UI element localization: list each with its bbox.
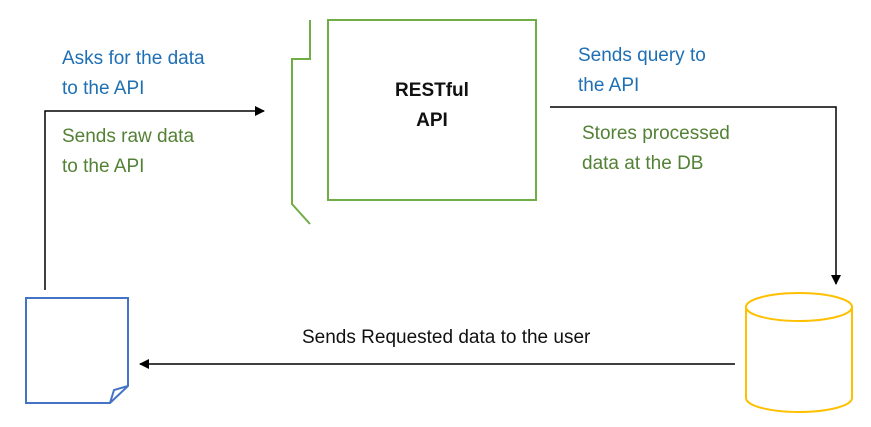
store-label-line1: Stores processed <box>582 123 730 144</box>
raw-data-label-line1: Sends raw data <box>62 126 195 147</box>
store-label: Stores processed data at the DB <box>582 119 730 179</box>
document-icon <box>25 297 129 404</box>
arrow-document-to-api <box>44 106 265 290</box>
raw-data-label: Sends raw data to the API <box>62 122 194 182</box>
raw-data-label-line2: to the API <box>62 156 145 177</box>
api-box-shape <box>291 19 537 225</box>
api-title-line1: RESTful <box>395 80 469 101</box>
api-title-line2: API <box>416 110 448 131</box>
request-label-line2: to the API <box>62 78 145 99</box>
arrow-api-to-database <box>550 106 841 285</box>
api-left-bracket <box>291 20 311 225</box>
request-label: Asks for the data to the API <box>62 44 205 104</box>
return-label: Sends Requested data to the user <box>302 327 591 348</box>
api-box-border <box>327 19 537 201</box>
api-title: RESTful API <box>328 76 536 136</box>
query-label-line2: the API <box>578 75 640 96</box>
query-label: Sends query to the API <box>578 41 706 101</box>
database-icon <box>745 292 853 413</box>
store-label-line2: data at the DB <box>582 153 704 174</box>
request-label-line1: Asks for the data <box>62 48 205 69</box>
query-label-line1: Sends query to <box>578 45 706 66</box>
